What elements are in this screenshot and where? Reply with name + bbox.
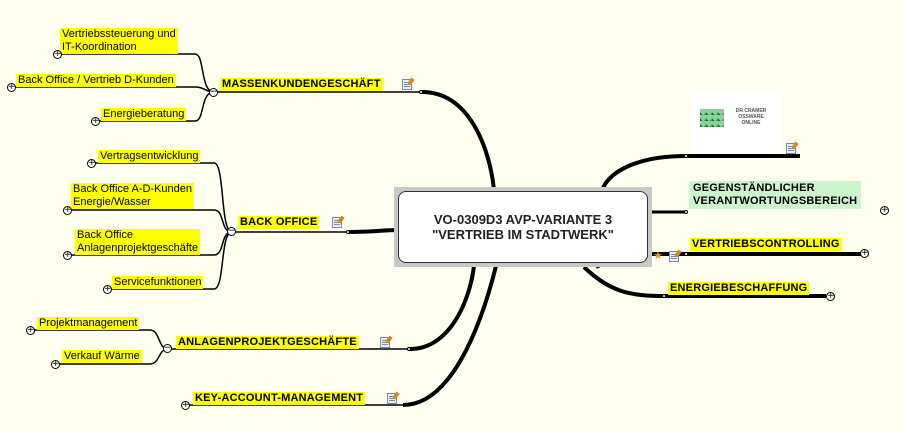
note-icon[interactable] bbox=[332, 217, 342, 228]
child-back-office-vertrieb-d[interactable]: Back Office / Vertrieb D-Kunden bbox=[16, 74, 176, 87]
expand-toggle-servicefunktionen[interactable]: + bbox=[103, 284, 112, 294]
expand-toggle-back-office-a-d[interactable]: + bbox=[63, 205, 72, 215]
note-icon[interactable] bbox=[380, 337, 390, 348]
central-topic[interactable]: VO-0309D3 AVP-VARIANTE 3 "VERTRIEB IM ST… bbox=[394, 187, 652, 267]
connector-dot bbox=[346, 230, 350, 234]
child-projektmanagement[interactable]: Projektmanagement bbox=[37, 317, 140, 330]
collapse-toggle-anlagen[interactable]: − bbox=[163, 343, 172, 353]
note-icon[interactable] bbox=[786, 143, 796, 154]
expand-toggle-energieberatung[interactable]: + bbox=[91, 116, 100, 126]
branch-anlagenprojektgeschaefte[interactable]: ANLAGENPROJEKTGESCHÄFTE bbox=[176, 336, 359, 349]
connector-dot bbox=[684, 154, 688, 158]
connector-dot bbox=[662, 294, 666, 298]
branch-gegenstaendlicher-verantwortungsbereich[interactable]: GEGENSTÄNDLICHER VERANTWORTUNGSBEREICH bbox=[689, 181, 862, 209]
logo-image-node[interactable]: DR CRAMER OSSWARE ONLINE bbox=[692, 91, 782, 154]
expand-toggle-vertriebssteuerung[interactable]: + bbox=[53, 49, 62, 59]
branch-back-office[interactable]: BACK OFFICE bbox=[238, 216, 320, 229]
collapse-toggle-back-office[interactable]: − bbox=[227, 226, 236, 236]
child-back-office-a-d[interactable]: Back Office A-D-Kunden Energie/Wasser bbox=[71, 183, 195, 209]
expand-toggle-gegenstaendlicher[interactable]: + bbox=[880, 205, 889, 215]
branch-vertriebscontrolling[interactable]: VERTRIEBSCONTROLLING bbox=[690, 238, 842, 251]
branch-energiebeschaffung[interactable]: ENERGIEBESCHAFFUNG bbox=[668, 282, 810, 295]
child-energieberatung[interactable]: Energieberatung bbox=[101, 108, 187, 121]
connector-dot bbox=[684, 210, 688, 214]
expand-toggle-projektmanagement[interactable]: + bbox=[26, 325, 35, 335]
note-icon[interactable] bbox=[669, 251, 679, 262]
branch-massenkundengeschaeft[interactable]: MASSENKUNDENGESCHÄFT bbox=[220, 78, 383, 91]
child-vertragsentwicklung[interactable]: Vertragsentwicklung bbox=[98, 150, 201, 163]
note-icon[interactable] bbox=[402, 79, 412, 90]
expand-toggle-back-office-anlagen[interactable]: + bbox=[63, 250, 72, 260]
expand-toggle-verkauf-waerme[interactable]: + bbox=[51, 359, 60, 369]
collapse-toggle-massenkunden[interactable]: − bbox=[209, 87, 218, 97]
expand-toggle-vertriebscontrolling[interactable]: + bbox=[860, 248, 869, 258]
star-icon: ★ bbox=[653, 250, 663, 262]
expand-toggle-key-account[interactable]: + bbox=[181, 400, 190, 410]
child-servicefunktionen[interactable]: Servicefunktionen bbox=[112, 276, 204, 289]
connector-dot bbox=[684, 252, 688, 256]
logo-mark bbox=[700, 109, 724, 127]
connector-dot bbox=[407, 347, 411, 351]
logo-text: DR CRAMER OSSWARE ONLINE bbox=[735, 108, 767, 126]
child-vertriebssteuerung[interactable]: Vertriebssteuerung und IT-Koordination bbox=[60, 28, 178, 54]
note-icon[interactable] bbox=[387, 393, 397, 404]
expand-toggle-vertragsentwicklung[interactable]: + bbox=[87, 158, 96, 168]
child-verkauf-waerme[interactable]: Verkauf Wärme bbox=[62, 350, 142, 363]
child-back-office-anlagen[interactable]: Back Office Anlagenprojektgeschäfte bbox=[75, 229, 201, 255]
expand-toggle-back-office-d[interactable]: + bbox=[7, 82, 16, 92]
connector-dot bbox=[419, 90, 423, 94]
branch-key-account-management[interactable]: KEY-ACCOUNT-MANAGEMENT bbox=[193, 392, 366, 405]
central-topic-label: VO-0309D3 AVP-VARIANTE 3 "VERTRIEB IM ST… bbox=[398, 191, 648, 263]
expand-toggle-energiebeschaffung[interactable]: + bbox=[826, 291, 835, 301]
